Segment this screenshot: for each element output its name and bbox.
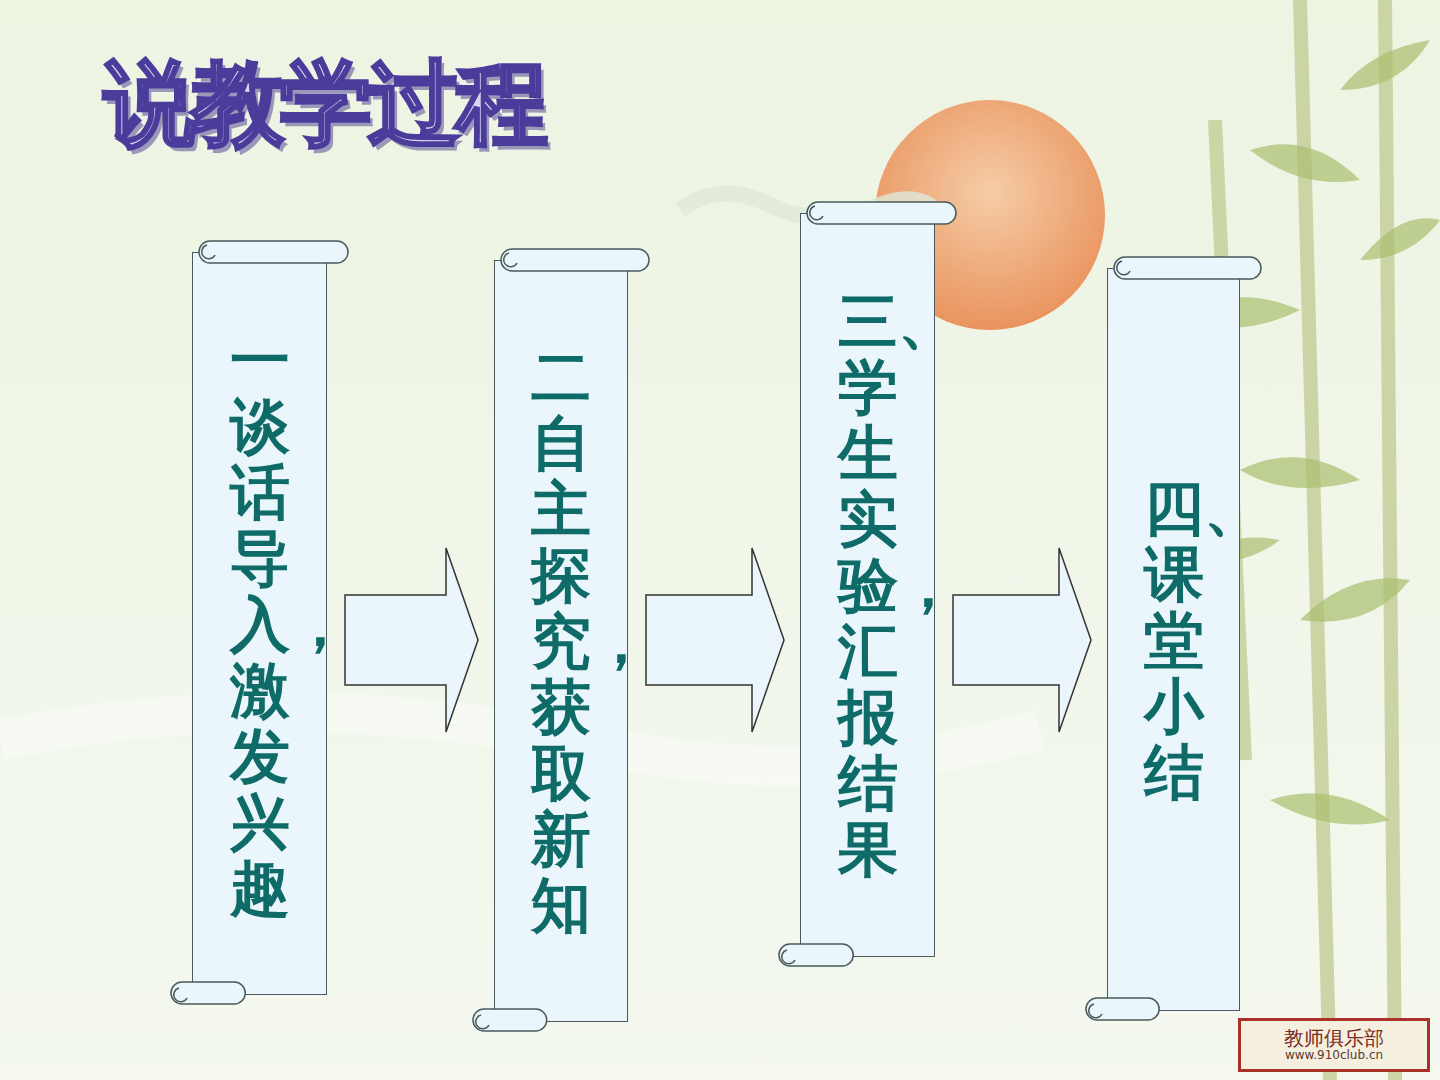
watermark-text: www.910club.cn — [1285, 1049, 1383, 1062]
watermark-box: 教师俱乐部www.910club.cn — [1238, 1018, 1430, 1072]
block-arrow — [345, 548, 478, 732]
slide-title: 说教学过程 — [104, 30, 544, 177]
block-arrow — [953, 548, 1091, 732]
step-text: 一谈话导入，激发兴趣 — [230, 327, 290, 921]
scroll-box: 一谈话导入，激发兴趣 — [192, 252, 327, 995]
scroll-box: 二自主探究，获取新知 — [494, 260, 628, 1022]
watermark-text: 教师俱乐部 — [1284, 1027, 1384, 1049]
scroll-box: 三、学生实验，汇报结果 — [800, 213, 935, 957]
step-text: 四、课堂小结 — [1144, 475, 1204, 805]
step-text: 二自主探究，获取新知 — [531, 344, 591, 938]
step-text: 三、学生实验，汇报结果 — [838, 288, 898, 882]
block-arrow — [646, 548, 784, 732]
scroll-box: 四、课堂小结 — [1107, 268, 1240, 1011]
